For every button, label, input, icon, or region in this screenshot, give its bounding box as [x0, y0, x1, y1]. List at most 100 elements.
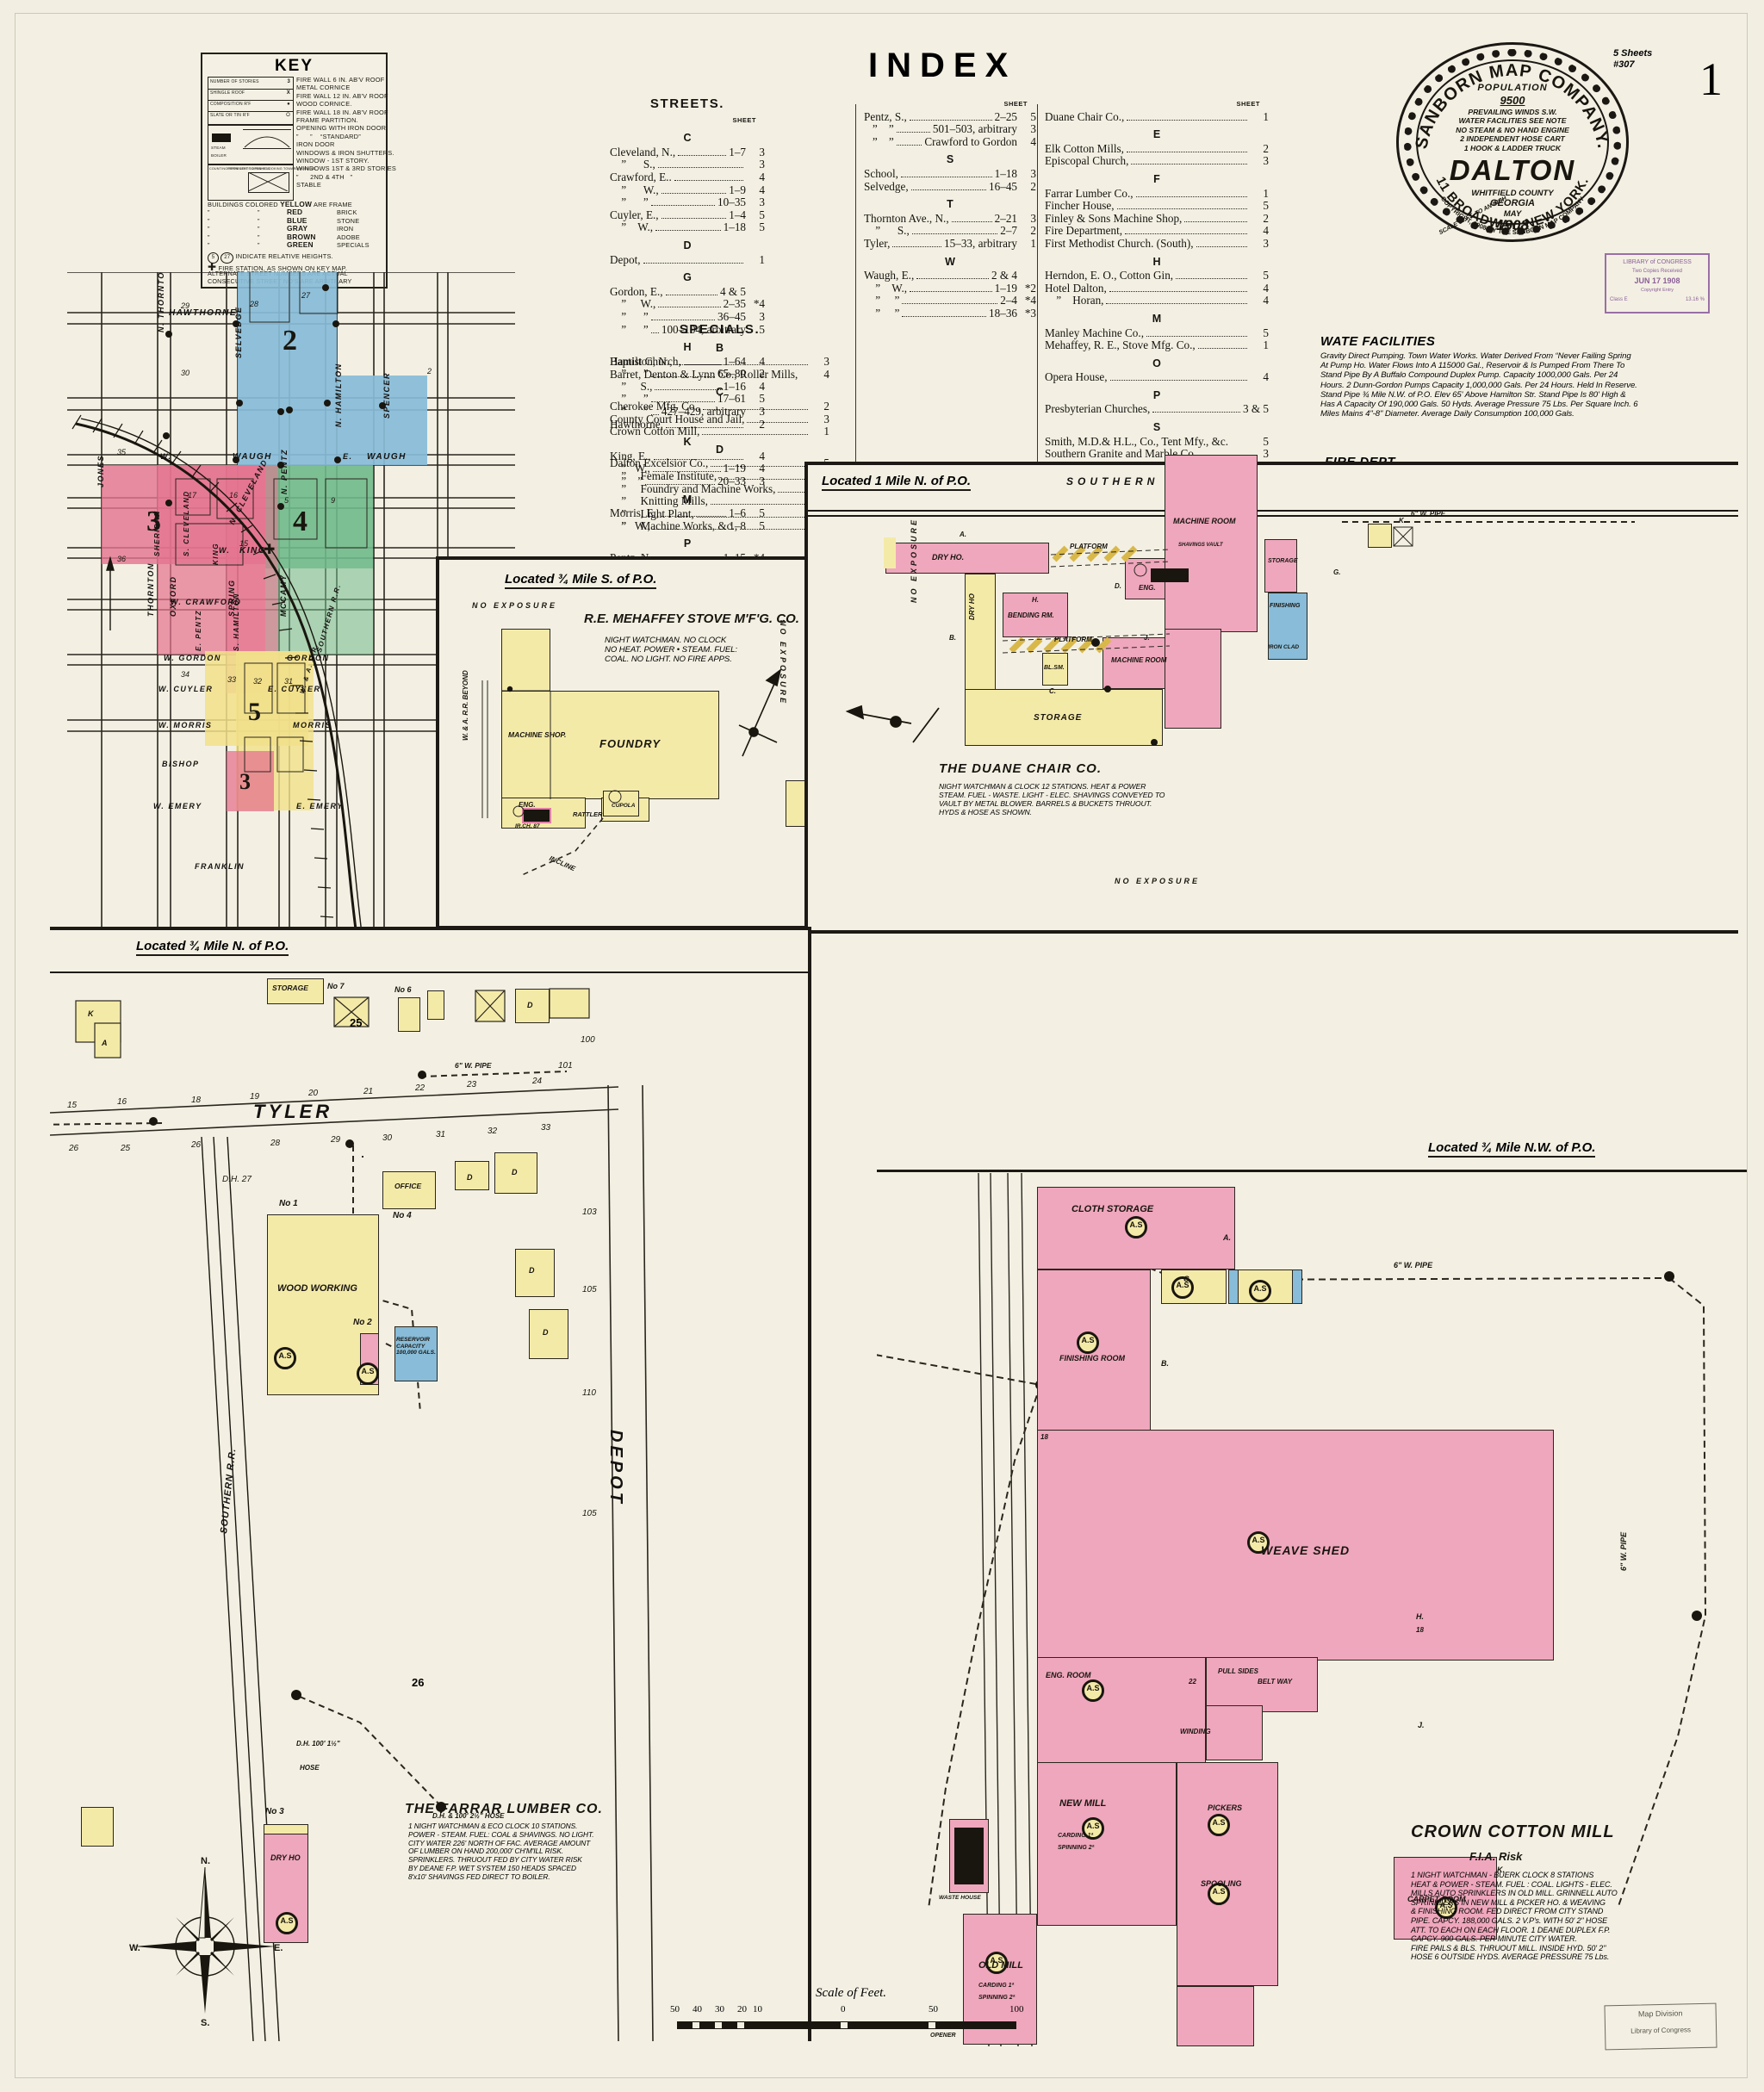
- farrar-sprinkler-mark-3: A.S: [276, 1912, 298, 1934]
- water-facilities-body: Gravity Direct Pumping. Town Water Works…: [1320, 351, 1638, 419]
- index-entry[interactable]: Mehaffey, R. E., Stove Mfg. Co.,1: [1045, 338, 1269, 352]
- crown-wpipe-label-2: 6" W. PIPE: [1619, 1531, 1628, 1571]
- index-entry[interactable]: Opera House,4: [1045, 371, 1269, 384]
- svg-text:103: 103: [582, 1207, 597, 1217]
- index-entry[interactable]: Waugh, E.,2 & 4: [864, 270, 1036, 282]
- index-entry-name: ” ”: [610, 475, 643, 488]
- crown-beltway-label: BELT WAY: [1258, 1678, 1293, 1685]
- svg-text:31: 31: [436, 1130, 445, 1139]
- index-entry[interactable]: Elk Cotton Mills,2: [1045, 142, 1269, 156]
- index-entry-sheet: 3: [1263, 447, 1269, 461]
- index-dots: [657, 167, 743, 169]
- index-entry[interactable]: Episcopal Church,3: [1045, 155, 1269, 168]
- index-entry[interactable]: ” Machine Works, &c.,5: [610, 520, 829, 533]
- mehaffey-eng-label: ENG.: [519, 801, 536, 809]
- index-entry[interactable]: Hawthorne,2: [610, 418, 765, 431]
- mehaffey-notes: NIGHT WATCHMAN. NO CLOCK NO HEAT. POWER …: [605, 636, 737, 665]
- index-entry[interactable]: Cherokee Mfg. Co.,2: [610, 400, 829, 413]
- duane-platform-2-label: PLATFORM: [1054, 636, 1092, 643]
- index-entry[interactable]: Gordon, E.,4 & 5: [610, 285, 765, 299]
- index-entry[interactable]: ” Female Institute,3: [610, 469, 829, 483]
- index-entry[interactable]: Duane Chair Co.,1: [1045, 109, 1269, 124]
- index-sheet-label: SHEET: [1236, 100, 1260, 108]
- index-dots: [1176, 278, 1247, 280]
- index-dots: [747, 421, 808, 423]
- index-entry-sheet: 4: [759, 170, 765, 183]
- index-entry-name: ” ”: [610, 309, 649, 323]
- index-entry[interactable]: ” W.,2–35*4: [610, 298, 765, 311]
- index-entry[interactable]: ” S.,3: [610, 158, 765, 171]
- key-heights: 5 27 INDICATE RELATIVE HEIGHTS.: [208, 247, 382, 264]
- index-entry[interactable]: Smith, M.D.& H.L., Co., Tent Mfy., &c.5: [1045, 435, 1269, 449]
- index-entry[interactable]: Manley Machine Co.,5: [1045, 326, 1269, 340]
- index-entry[interactable]: Crawford, E..4: [610, 171, 765, 184]
- index-entry[interactable]: Barret, Denton & Lynn Co., Roller Mills,…: [610, 368, 829, 382]
- index-entry[interactable]: ” Light Plant,3: [610, 507, 829, 521]
- index-entry[interactable]: ” ”2–4*4: [864, 295, 1036, 307]
- index-dots: [674, 179, 743, 181]
- index-entry[interactable]: Herndon, E. O., Cotton Gin,5: [1045, 270, 1269, 282]
- index-entry[interactable]: Depot,1: [610, 253, 765, 267]
- index-dots: [892, 245, 942, 247]
- sanborn-seal: SANBORN MAP COMPANY. 11 BROADWAY, NEW YO…: [1396, 42, 1629, 242]
- fire-station-marker-icon: ✚: [264, 543, 276, 557]
- index-entry-sheet: 3: [759, 158, 765, 171]
- index-entry[interactable]: ” ”18–36*3: [864, 307, 1036, 320]
- crown-sprinkler-pickers: A.S: [1208, 1814, 1230, 1836]
- index-entry-name: Crown Cotton Mill,: [610, 425, 700, 438]
- index-letter: P: [683, 537, 692, 550]
- index-entry-sheet: 5: [759, 220, 765, 234]
- index-entry[interactable]: ” Knitting Mills,4: [610, 495, 829, 508]
- index-entry[interactable]: Finley & Sons Machine Shop,2: [1045, 212, 1269, 226]
- index-entry[interactable]: ” Foundry and Machine Works,5: [610, 482, 829, 496]
- farrar-block-frame: Located ¾ Mile N. of P.O.: [50, 927, 811, 2041]
- farrar-located: Located ¾ Mile N. of P.O.: [136, 939, 289, 956]
- keymap-street-w-1: W.: [160, 452, 172, 461]
- index-entry[interactable]: King, E.,4: [610, 450, 765, 463]
- farrar-wpipe-label: 6" W. PIPE: [455, 1061, 492, 1070]
- index-entry[interactable]: Fincher House,5: [1045, 200, 1269, 213]
- index-entry[interactable]: Presbyterian Churches,3 & 5: [1045, 403, 1269, 416]
- index-entry-sheet: 4: [759, 183, 765, 196]
- index-entry[interactable]: Crown Cotton Mill,1: [610, 425, 829, 438]
- index-entry[interactable]: Hotel Dalton,4: [1045, 282, 1269, 295]
- index-entry[interactable]: ” Horan,4: [1045, 295, 1269, 307]
- index-entry[interactable]: Dalton Excelsior Co.,5: [610, 457, 829, 470]
- index-entry[interactable]: Fire Department,4: [1045, 225, 1269, 238]
- index-entry[interactable]: County Court House and Jail,3: [610, 413, 829, 426]
- keymap-street-n-thornton: N. THORNTON AV.: [157, 272, 165, 332]
- farrar-shed-b: [515, 989, 550, 1023]
- index-entry[interactable]: Farrar Lumber Co.,1: [1045, 187, 1269, 201]
- index-entry[interactable]: ” W.,1–19*2: [864, 282, 1036, 295]
- index-entry[interactable]: First Methodist Church. (South),3: [1045, 237, 1269, 251]
- index-entry-name: Duane Chair Co.,: [1045, 109, 1125, 123]
- index-entry-sheet: 3: [759, 475, 765, 488]
- index-entry[interactable]: Baptist Church,3: [610, 356, 829, 369]
